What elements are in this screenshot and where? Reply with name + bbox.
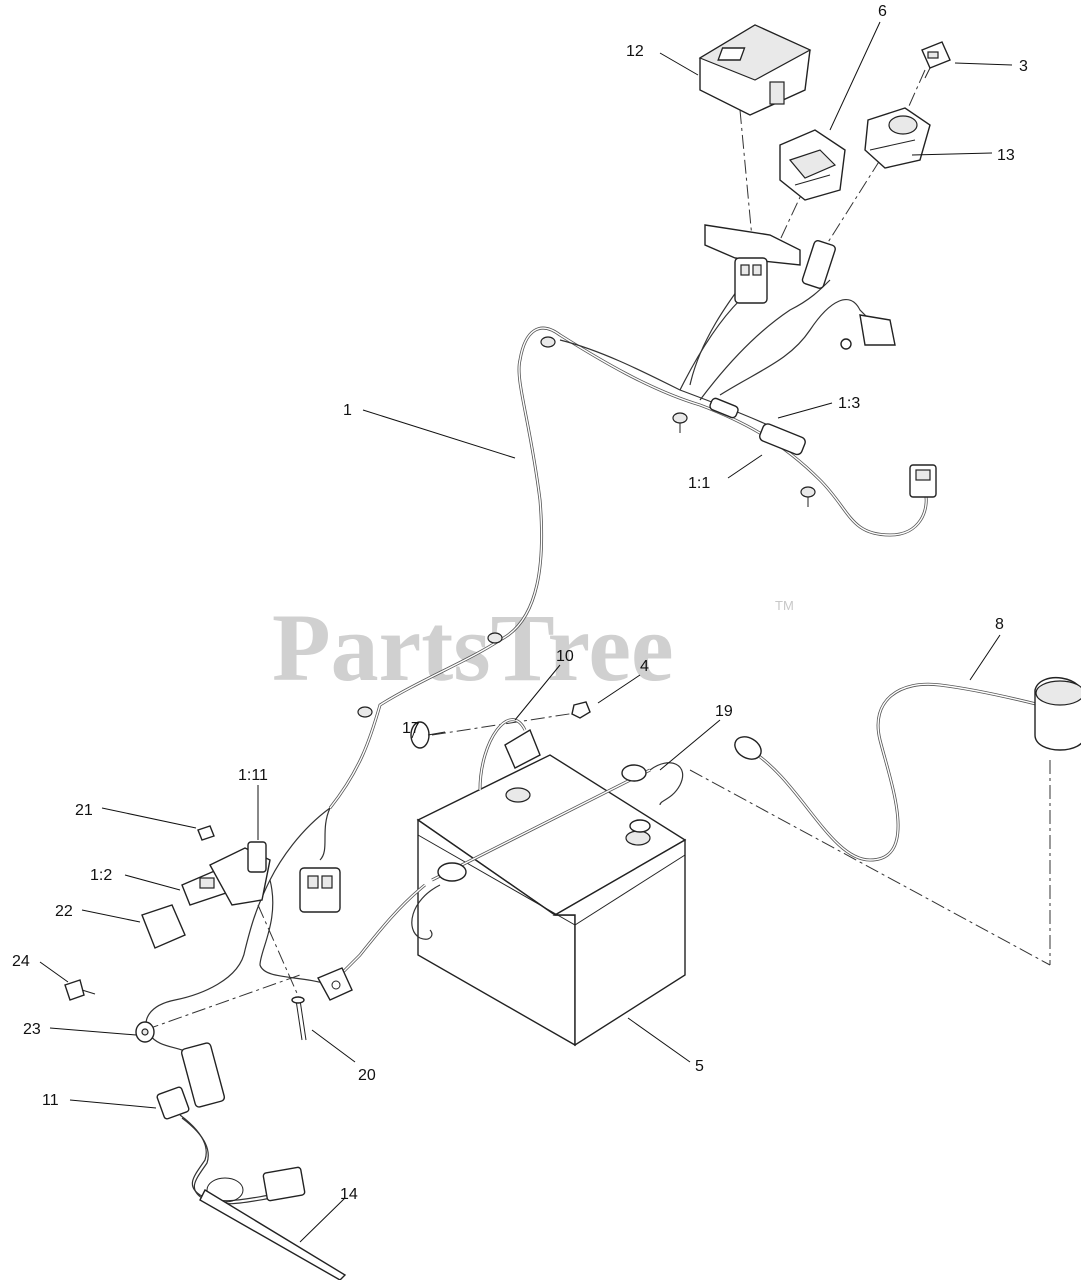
left-harness-components (64, 825, 341, 1108)
leader-lines (39, 21, 1013, 1243)
callout-4: 4 (640, 658, 649, 675)
callout-8: 8 (995, 616, 1004, 633)
part-6-switch (779, 129, 846, 201)
ground-cable (317, 883, 426, 1001)
callout-12: 12 (626, 43, 644, 60)
watermark: PartsTree TM (272, 594, 794, 701)
callout-1-11: 1:11 (238, 767, 268, 784)
callout-1: 1 (343, 402, 352, 419)
watermark-trademark: TM (775, 598, 794, 613)
part-12-cover (698, 24, 812, 116)
callout-1-3: 1:3 (838, 395, 860, 412)
callout-19: 19 (715, 703, 733, 720)
callout-1-1: 1:1 (688, 475, 710, 492)
part-5-battery (416, 754, 687, 1047)
part-19-hold-down (411, 762, 684, 940)
callout-20: 20 (358, 1067, 376, 1084)
part-10-cable (478, 718, 541, 791)
callout-1-2: 1:2 (90, 867, 112, 884)
callout-10: 10 (556, 648, 574, 665)
part-8-cable (734, 676, 1081, 862)
callout-6: 6 (878, 3, 887, 20)
callout-17: 17 (402, 720, 420, 737)
callout-23: 23 (23, 1021, 41, 1038)
part-3-key (921, 41, 951, 79)
part-11-14-lower-harness (156, 1086, 347, 1280)
harness-clips (357, 336, 937, 718)
callout-24: 24 (12, 953, 30, 970)
callout-14: 14 (340, 1186, 358, 1203)
callout-13: 13 (997, 147, 1015, 164)
watermark-text: PartsTree (272, 594, 674, 701)
part-13-switch-housing (864, 107, 931, 169)
callout-11: 11 (42, 1092, 59, 1109)
switch-bracket (704, 224, 896, 350)
callout-21: 21 (75, 802, 93, 819)
part-4-nut (571, 701, 591, 719)
callout-5: 5 (695, 1058, 704, 1075)
assembly-lines (144, 69, 1051, 1031)
callout-3: 3 (1019, 58, 1028, 75)
callout-labels: 12 6 3 13 1 1:3 1:1 8 10 4 17 19 1:11 21… (12, 3, 1028, 1203)
callout-22: 22 (55, 903, 73, 920)
